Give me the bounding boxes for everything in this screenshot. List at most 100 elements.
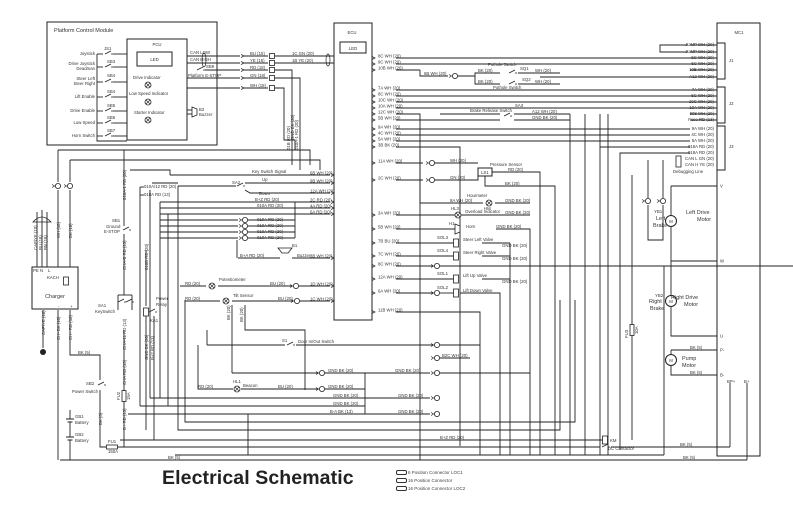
label: Pump <box>682 356 696 362</box>
connector-icon <box>433 341 440 348</box>
kach-relay-icon <box>63 276 69 286</box>
wire <box>130 169 171 175</box>
label: WH (20) <box>450 158 467 163</box>
connector-icon <box>396 470 407 476</box>
pcm-input-label: Horn Switch <box>72 133 96 138</box>
label: 010A RD (20) <box>257 217 284 222</box>
label: FU3 <box>624 329 629 338</box>
label: WH (20) <box>535 79 552 84</box>
label: BK (5) <box>690 370 703 375</box>
label: 1C GN (20) <box>292 51 315 56</box>
pin-icon <box>371 94 376 98</box>
label: RD (20) <box>508 167 524 172</box>
ecu-box <box>333 22 373 321</box>
label: GN (18) <box>250 73 266 78</box>
solenoid-valve-icon <box>453 238 459 248</box>
label: JUMP WH (20) <box>685 49 714 54</box>
connector-icon <box>433 354 440 361</box>
pin-icon <box>371 62 376 66</box>
connector-icon <box>451 73 458 80</box>
drive-indicator-lamp-cross <box>145 82 151 88</box>
label: BK (5) <box>168 455 181 460</box>
label: Pothole Switch <box>493 85 522 90</box>
label: Left <box>656 216 666 222</box>
label: 010A RD (20) <box>257 235 284 240</box>
wire <box>647 205 664 241</box>
wire <box>177 186 561 431</box>
pin-icon <box>330 200 335 204</box>
connector-pin-icon <box>430 356 435 360</box>
wire <box>244 305 306 390</box>
battery-gb1-icon <box>66 418 74 423</box>
can-twisted-pair-icon <box>325 53 331 67</box>
label: GND BK (20) <box>398 409 424 414</box>
label: B-A BK (13) <box>330 409 353 414</box>
pcu-led-label: LED <box>150 57 158 62</box>
label: RD (20) <box>185 296 201 301</box>
label: 8A WH (20) <box>450 198 473 203</box>
label: Key Switch Signal <box>252 169 286 174</box>
label: RD (20) <box>198 384 214 389</box>
drive-indicator-label: Drive Indicator <box>133 75 161 80</box>
wire <box>69 310 101 380</box>
label: Door In/Out Switch <box>298 339 335 344</box>
switch-icon <box>104 107 113 112</box>
label: 6A RD (20) <box>310 210 332 215</box>
label: 5B WH (20) <box>378 116 401 121</box>
pcm-input-label: Drive Enable <box>70 108 95 113</box>
power-switch-icon <box>97 381 106 386</box>
label: 4A RD (20) <box>310 204 332 209</box>
label: GND BK (20) <box>328 384 354 389</box>
label: SB1 <box>112 218 121 223</box>
label: GND BK (20) <box>505 210 531 215</box>
connector-icon <box>293 297 300 304</box>
label: 010A-1 RD (20) <box>122 169 127 200</box>
label: BK (5) <box>690 345 703 350</box>
label: HM <box>484 206 491 211</box>
label: B+ RD (13) <box>122 408 127 430</box>
label: A12 WH (20) <box>689 74 714 79</box>
pin-icon <box>371 241 376 245</box>
estop-switch-icon <box>196 66 205 71</box>
connector-pin-icon <box>51 184 56 188</box>
wire <box>484 176 556 455</box>
connector-icon <box>241 222 248 229</box>
label: BK (5) <box>680 442 693 447</box>
starter-indicator-label: Starter Indicator <box>134 110 165 115</box>
connector-pin-icon <box>290 299 295 303</box>
label: Battery <box>75 420 89 425</box>
label: 12A WH (20) <box>378 275 403 280</box>
motor-m-label: M <box>669 299 673 304</box>
legend-item: 6 Position Connector LOC1 <box>396 470 463 476</box>
label: SQ1 <box>520 66 529 71</box>
pcu-label: PCU <box>152 42 161 47</box>
tilt-sensor-icon-cross <box>223 298 229 304</box>
label: Down <box>259 191 271 196</box>
label: 2C RD (20) <box>310 198 332 203</box>
label: DC Contactor <box>608 446 635 451</box>
label: H1 <box>449 221 455 226</box>
label: 10A WH (20) <box>378 104 403 109</box>
label: 12C WH (20) <box>378 110 404 115</box>
connector-icon <box>292 282 299 289</box>
label: Motor <box>697 217 711 223</box>
label: Lift Up Valve <box>463 273 488 278</box>
connector-pin-icon <box>430 291 435 295</box>
label: 4C WH (20) <box>378 131 401 136</box>
pcm-input-label: Joystick <box>80 51 96 56</box>
motor-m-label: M <box>669 358 673 363</box>
label: Steer Right Valve <box>463 250 497 255</box>
connector-pin-icon <box>448 74 453 78</box>
label: B- <box>720 373 725 378</box>
pin-icon <box>371 68 376 72</box>
label: GND BK (20) <box>502 243 528 248</box>
label: Right Drive <box>671 295 698 301</box>
label: BP+ <box>727 379 736 384</box>
wire <box>244 189 330 194</box>
pin-icon <box>371 56 376 60</box>
brake-connector-icon <box>645 197 652 204</box>
label: HL3 <box>451 206 459 211</box>
wire <box>460 292 501 455</box>
label: SOL4 <box>437 248 449 253</box>
label: B+2 RD (13) <box>150 335 155 360</box>
